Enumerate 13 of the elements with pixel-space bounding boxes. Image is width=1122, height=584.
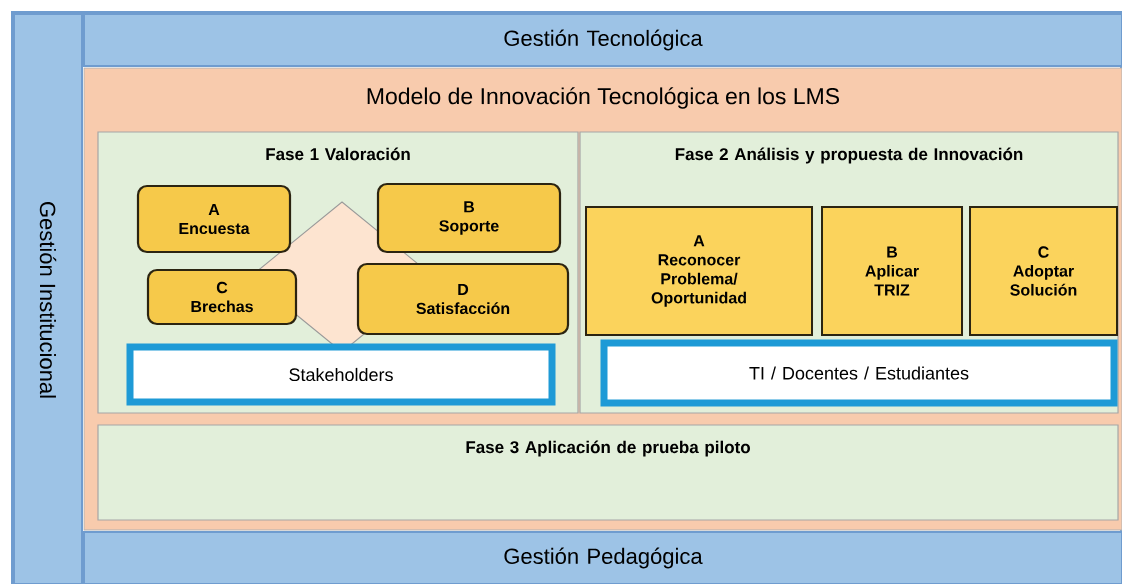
rounded-box: B Soporte (376, 182, 562, 254)
rounded-box: A Encuesta (136, 184, 292, 254)
rounded-box: C Brechas (146, 268, 298, 326)
step-box: B Aplicar TRIZ (821, 206, 963, 336)
phase-panel: Fase 3 Aplicación de prueba piloto (97, 424, 1119, 521)
stakeholder-box: Stakeholders (126, 343, 556, 406)
step-box: A Reconocer Problema/ Oportunidad (585, 206, 813, 336)
band: Gestión Institucional (13, 13, 83, 584)
stakeholder-box: TI / Docentes / Estudiantes (600, 339, 1118, 407)
band: Gestión Tecnológica (83, 13, 1122, 67)
step-box: C Adoptar Solución (969, 206, 1118, 336)
band: Gestión Pedagógica (83, 531, 1122, 584)
rounded-box: D Satisfacción (356, 262, 570, 336)
